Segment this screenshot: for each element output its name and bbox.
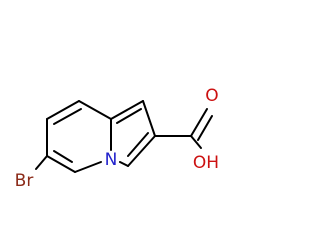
bond-c7-c8 [46, 100, 80, 120]
bond-c3-n [119, 161, 129, 167]
atom-bromine: Br [15, 171, 34, 191]
bond-c-o-double-second [197, 115, 213, 141]
atom-hydroxyl: OH [193, 153, 219, 173]
bond-c5-c6 [46, 155, 76, 173]
bond-c8a-c1-inner [116, 108, 142, 124]
bond-c2-c3 [127, 135, 156, 167]
chemical-structure: Br N OH O [15, 86, 219, 191]
bond-c1-c2 [142, 100, 156, 137]
bond-c7-c8-inner [53, 108, 82, 125]
atom-carbonyl-oxygen: O [205, 86, 218, 106]
atom-nitrogen: N [105, 150, 118, 170]
bond-c2-c3-inner [127, 132, 149, 157]
bond-c8a-c1 [110, 100, 144, 120]
bond-c-o-double [190, 108, 208, 137]
bond-c8a-c8 [78, 100, 112, 120]
bond-c6-br [35, 155, 48, 170]
bond-n-c5 [74, 161, 102, 173]
bond-c5-c6-inner [53, 150, 73, 163]
bond-c-oh [190, 135, 202, 149]
